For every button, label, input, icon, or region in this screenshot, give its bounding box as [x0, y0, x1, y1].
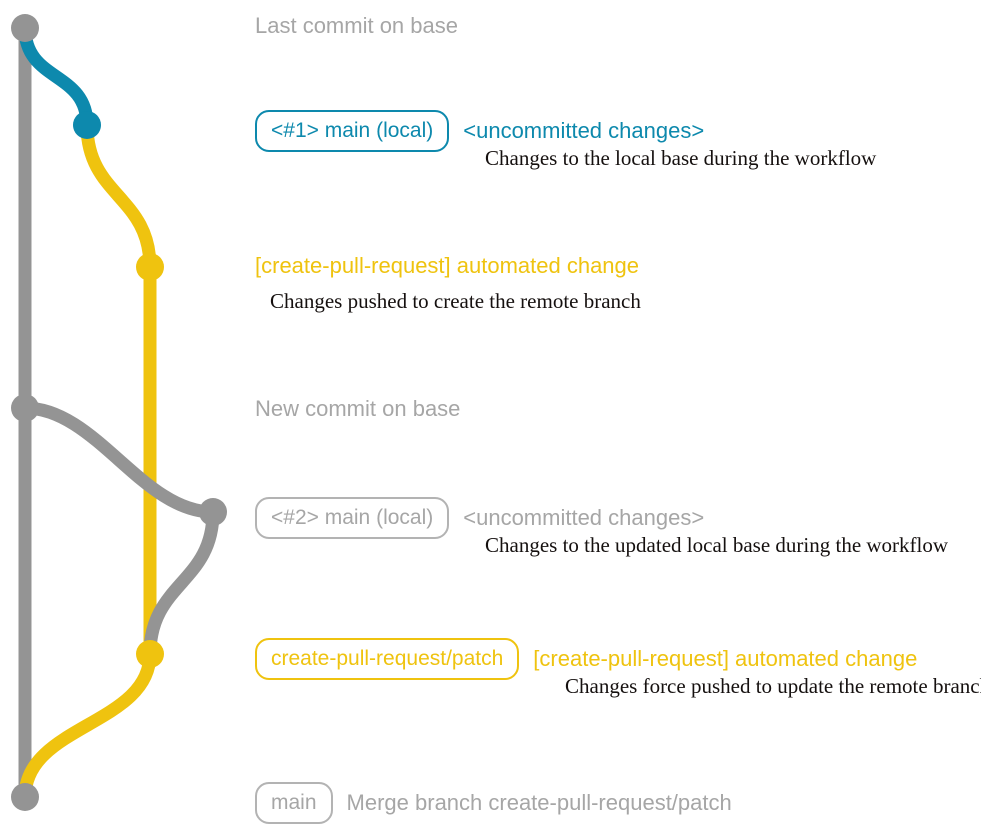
- commit-subject-c3: [create-pull-request] automated change: [255, 253, 640, 278]
- commit-description-c5: Changes to the updated local base during…: [485, 533, 949, 557]
- git-commit-graph: [11, 14, 227, 811]
- commit-subject-c6: [create-pull-request] automated change: [533, 646, 918, 671]
- commit-subject-c2: <uncommitted changes>: [463, 118, 705, 143]
- commit-dot-patch-1: [136, 253, 164, 281]
- commit-row-c5: <#2> main (local) <uncommitted changes>: [255, 497, 704, 539]
- commit-dots: [11, 14, 227, 811]
- commit-subject-c4: New commit on base: [255, 396, 461, 421]
- commit-row-c1: Last commit on base: [255, 15, 458, 37]
- lane-updated-local-to-patch: [143, 505, 220, 661]
- commit-row-c4: New commit on base: [255, 398, 460, 420]
- commit-row-c3: [create-pull-request] automated change: [255, 255, 639, 277]
- commit-subject-c1: Last commit on base: [255, 13, 458, 38]
- commit-dot-base-last: [11, 14, 39, 42]
- commit-description-c6: Changes force pushed to update the remot…: [565, 674, 981, 698]
- branch-tag-local-main-2[interactable]: <#2> main (local): [255, 497, 450, 539]
- commit-subject-c7: Merge branch create-pull-request/patch: [346, 790, 732, 815]
- commit-row-c2: <#1> main (local) <uncommitted changes>: [255, 110, 704, 152]
- branch-tag-main[interactable]: main: [255, 782, 333, 824]
- commit-row-c7: main Merge branch create-pull-request/pa…: [255, 782, 732, 824]
- lane-local-main-branch: [18, 21, 94, 132]
- commit-description-c2: Changes to the local base during the wor…: [485, 146, 877, 170]
- commit-dot-base-merge: [11, 783, 39, 811]
- commit-row-c6: create-pull-request/patch [create-pull-r…: [255, 638, 917, 680]
- commit-description-c3: Changes pushed to create the remote bran…: [270, 289, 641, 313]
- branch-tag-patch[interactable]: create-pull-request/patch: [255, 638, 520, 680]
- commit-subject-c5: <uncommitted changes>: [463, 505, 705, 530]
- branch-tag-local-main-1[interactable]: <#1> main (local): [255, 110, 450, 152]
- commit-dot-local-main-2: [199, 498, 227, 526]
- commit-dot-local-main-1: [73, 111, 101, 139]
- lane-updated-local-branch: [18, 401, 220, 519]
- commit-dot-base-new: [11, 394, 39, 422]
- lane-patch-branch: [80, 118, 157, 274]
- commit-dot-patch-2: [136, 640, 164, 668]
- lane-patch-merge-to-base: [18, 647, 157, 804]
